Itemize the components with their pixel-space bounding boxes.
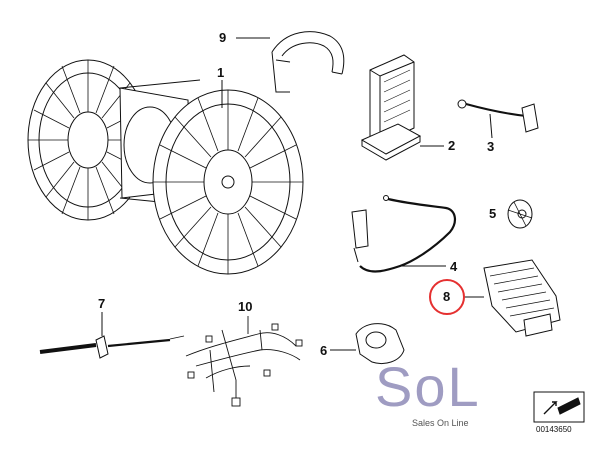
sensor-part — [457, 99, 539, 139]
logo-tagline: Sales On Line — [412, 418, 469, 428]
bracket-part — [236, 31, 345, 93]
callout-2: 2 — [448, 138, 456, 153]
reference-arrow-icon — [533, 391, 585, 423]
control-unit-part — [360, 54, 444, 161]
connector-part — [330, 323, 405, 364]
knob-part — [507, 199, 533, 229]
callout-7: 7 — [98, 296, 106, 311]
pin-part — [39, 312, 185, 359]
reference-code: 00143650 — [536, 425, 572, 434]
sol-logo: SoL Sales On Line — [375, 358, 525, 436]
wiring-harness-part — [185, 316, 303, 407]
highlight-ring — [429, 279, 465, 315]
callout-10: 10 — [238, 299, 253, 314]
resistor-pack-part — [464, 259, 561, 337]
blower-motor-part — [27, 59, 304, 275]
callout-8: 8 — [443, 289, 451, 304]
logo-wordmark: SoL — [375, 355, 481, 418]
callout-1: 1 — [217, 65, 225, 80]
wiring-lead-part — [351, 195, 456, 273]
callout-5: 5 — [489, 206, 497, 221]
callout-9: 9 — [219, 30, 227, 45]
callout-3: 3 — [487, 139, 495, 154]
callout-6: 6 — [320, 343, 328, 358]
callout-4: 4 — [450, 259, 458, 274]
